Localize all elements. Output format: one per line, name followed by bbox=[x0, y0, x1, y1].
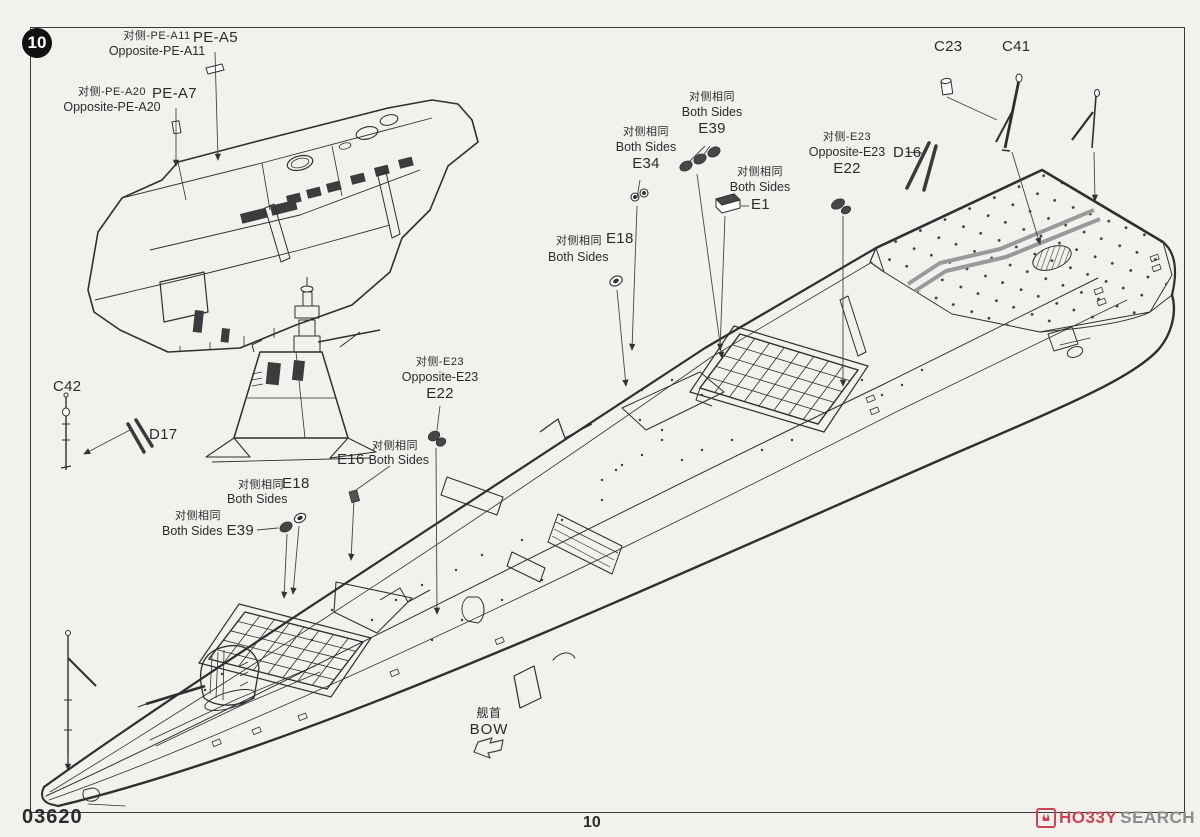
part-e16-icon bbox=[348, 489, 360, 504]
label-e39-top-part: E39 bbox=[698, 120, 726, 138]
step-number: 10 bbox=[27, 33, 47, 52]
stern-staff-icon bbox=[1071, 89, 1100, 149]
label-e22-right: 对侧-E23 Opposite-E23 E22 bbox=[787, 131, 907, 179]
label-e16-cn: 对侧相同 bbox=[372, 440, 418, 452]
part-c23-icon bbox=[940, 77, 954, 96]
label-e22-right-cn: 对侧-E23 bbox=[822, 131, 872, 143]
label-e39-top-en: Both Sides bbox=[681, 104, 743, 119]
small-parts-icons bbox=[60, 63, 1100, 768]
hobby-search-logo-icon bbox=[1036, 808, 1056, 828]
part-e22-center-icon bbox=[427, 430, 447, 447]
kit-number: 03620 bbox=[22, 806, 83, 828]
label-pe-a5: PE-A5 bbox=[193, 29, 238, 46]
part-c41-icon bbox=[995, 73, 1023, 152]
label-e18-lower-part: E18 bbox=[282, 475, 310, 492]
label-e34-en: Both Sides bbox=[615, 139, 677, 154]
label-e22-center: 对侧-E23 Opposite-E23 E22 bbox=[380, 356, 500, 404]
label-e22-center-en: Opposite-E23 bbox=[401, 369, 479, 384]
step-number-badge: 10 bbox=[22, 28, 52, 58]
bow-direction-marker: 舰首 BOW bbox=[449, 704, 529, 738]
label-e39-top-cn: 对侧相同 bbox=[689, 91, 735, 103]
label-e18-top-en: Both Sides bbox=[548, 250, 609, 264]
flight-deck-drawing bbox=[869, 168, 1173, 333]
label-e39-lower: Both Sides E39 bbox=[162, 522, 254, 541]
label-e18-lower-en: Both Sides bbox=[227, 492, 288, 506]
label-pe-a11-cn: 对侧-PE-A11 bbox=[123, 30, 191, 42]
bow-marker-cn: 舰首 bbox=[476, 706, 502, 720]
label-e39-top: 对侧相同 Both Sides E39 bbox=[652, 91, 772, 139]
label-e16-part: E16 bbox=[337, 451, 365, 468]
label-e22-center-part: E22 bbox=[426, 385, 454, 403]
label-e39-lower-cn: 对侧相同 bbox=[175, 510, 221, 522]
mast-tower-drawing bbox=[205, 277, 381, 463]
label-e1-part: E1 bbox=[751, 196, 770, 213]
label-e39-lower-en: Both Sides bbox=[162, 524, 223, 538]
label-e16: E16 Both Sides bbox=[337, 451, 429, 470]
label-c23: C23 bbox=[934, 38, 963, 55]
label-pe-a11-en: Opposite-PE-A11 bbox=[108, 43, 206, 58]
label-e18-lower-cn: 对侧相同 bbox=[238, 479, 284, 491]
label-e1-en: Both Sides bbox=[729, 179, 791, 194]
part-d16-icon bbox=[905, 141, 938, 192]
hobby-search-watermark: HO33Y SEARCH bbox=[1036, 808, 1195, 828]
label-d16: D16 bbox=[893, 144, 922, 161]
midship-deck-drawing bbox=[203, 295, 924, 692]
label-e18-top-part: E18 bbox=[606, 230, 634, 247]
gun-turret-drawing bbox=[137, 644, 260, 712]
page-number: 10 bbox=[583, 814, 601, 831]
part-pe-a7-icon bbox=[171, 120, 182, 135]
part-e22-right-icon bbox=[831, 198, 852, 215]
watermark-brand-red: HO33Y bbox=[1059, 808, 1118, 827]
label-e22-right-part: E22 bbox=[833, 160, 861, 178]
label-pe-a11: 对侧-PE-A11 Opposite-PE-A11 bbox=[90, 30, 224, 59]
label-e34-cn: 对侧相同 bbox=[623, 126, 669, 138]
label-d17: D17 bbox=[149, 426, 178, 443]
label-pe-a20-en: Opposite-PE-A20 bbox=[63, 99, 161, 114]
label-e34-part: E34 bbox=[632, 155, 660, 173]
label-e1: 对侧相同 Both Sides bbox=[700, 166, 820, 195]
part-e39-lower-icon bbox=[279, 521, 293, 533]
vls-grid-midship bbox=[689, 325, 869, 433]
part-d17-icon bbox=[126, 418, 154, 454]
part-e39-top-icon bbox=[679, 146, 721, 172]
part-e18-top-icon bbox=[609, 275, 623, 287]
bow-marker-en: BOW bbox=[469, 721, 509, 738]
part-pe-a5-icon bbox=[205, 63, 225, 75]
watermark-brand-gray: SEARCH bbox=[1120, 808, 1196, 827]
superstructure-drawing bbox=[87, 99, 479, 353]
leader-lines bbox=[64, 51, 1099, 771]
hull-drawing bbox=[41, 240, 1177, 808]
label-e18-top-cn: 对侧相同 bbox=[556, 235, 602, 247]
label-c42: C42 bbox=[53, 378, 82, 395]
part-e34-icon bbox=[630, 188, 649, 202]
part-c42-icon bbox=[60, 392, 72, 470]
label-pe-a20-cn: 对侧-PE-A20 bbox=[77, 86, 147, 98]
label-pe-a20: 对侧-PE-A20 Opposite-PE-A20 bbox=[45, 86, 179, 115]
bow-arrow-icon bbox=[473, 737, 504, 759]
label-e39-lower-part: E39 bbox=[226, 522, 255, 539]
vls-grid-foredeck bbox=[198, 603, 372, 698]
label-c41: C41 bbox=[1002, 38, 1031, 55]
part-e18-lower-icon bbox=[293, 512, 307, 524]
label-e22-center-cn: 对侧-E23 bbox=[415, 356, 465, 368]
diagram-border-frame bbox=[30, 27, 1185, 813]
label-e34: 对侧相同 Both Sides E34 bbox=[586, 126, 706, 174]
label-pe-a7: PE-A7 bbox=[152, 85, 197, 102]
label-e22-right-en: Opposite-E23 bbox=[808, 144, 886, 159]
label-e1-cn: 对侧相同 bbox=[737, 166, 783, 178]
bow-jackstaff-icon bbox=[64, 630, 97, 768]
part-e1-icon bbox=[715, 193, 741, 214]
label-e16-en: Both Sides bbox=[368, 453, 430, 467]
